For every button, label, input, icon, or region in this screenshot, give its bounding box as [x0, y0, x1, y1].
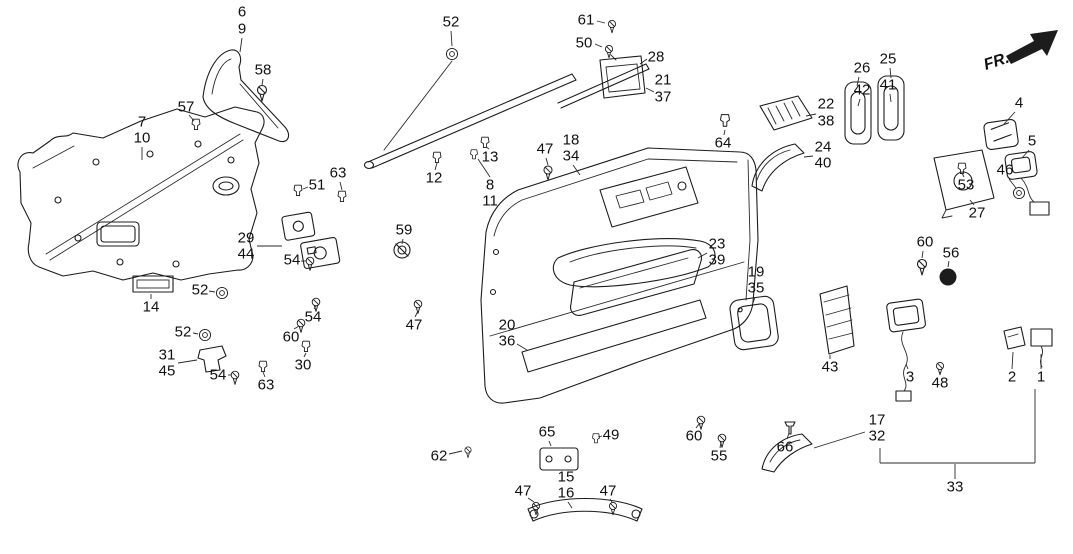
armrest — [552, 238, 716, 288]
door-grip — [761, 433, 813, 473]
fr-arrow-icon — [1006, 30, 1058, 64]
window-switch-panel — [599, 166, 699, 228]
door-pull-pocket — [599, 55, 646, 99]
grommet-59 — [393, 241, 411, 259]
pad-14 — [132, 275, 174, 293]
vent-grille-upper — [759, 95, 813, 131]
bracket-2 — [1003, 326, 1026, 350]
weatherstrip — [363, 54, 650, 170]
group-bracket-33 — [879, 389, 1036, 464]
switch-5 — [1004, 151, 1038, 180]
switch-bezel-left — [844, 81, 872, 145]
switch-4 — [983, 118, 1019, 150]
pull-handle — [527, 498, 643, 522]
handle-bracket-65 — [539, 447, 579, 471]
pad-14-inner — [136, 279, 170, 289]
door-lining — [480, 147, 759, 404]
bracket-31-45 — [197, 345, 227, 373]
corner-bracket — [751, 143, 805, 192]
fr-label: FR. — [982, 50, 1012, 74]
switch-bracket-27 — [933, 149, 1050, 219]
lock-escutcheon — [281, 211, 341, 269]
switch-bezel-right — [877, 75, 905, 141]
vent-grille-lower — [819, 285, 855, 355]
connector-1 — [1030, 328, 1053, 368]
knob-56 — [939, 268, 957, 286]
switch-with-harness — [886, 298, 926, 402]
armrest-trim-strip — [570, 249, 702, 316]
leader-lines — [141, 20, 1042, 509]
pillar-trim — [202, 49, 290, 143]
fr-direction-indicator: FR. — [982, 30, 1058, 74]
corner-lens — [729, 295, 779, 351]
door-inner-panel — [17, 106, 265, 281]
